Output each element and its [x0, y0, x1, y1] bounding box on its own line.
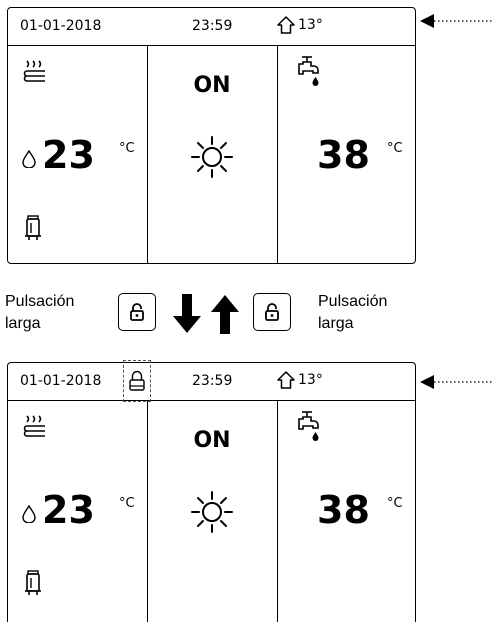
water-temp-value: 38 [317, 133, 370, 177]
long-press-label-left: Pulsación larga [5, 291, 74, 335]
outdoor-temp-value: 13° [298, 372, 323, 388]
drop-icon [22, 505, 36, 523]
label-line: larga [318, 315, 354, 332]
outdoor-temp: 13° [276, 370, 323, 390]
tank-icon [25, 215, 41, 240]
water-temp-unit: °C [387, 496, 403, 511]
room-temp-value: 23 [42, 488, 95, 532]
arrow-down-icon [173, 294, 201, 333]
faucet-icon [298, 411, 319, 441]
controller-screen-locked: 01-01-2018 23:59 13° 23 °C [7, 360, 416, 622]
lock-highlight [123, 360, 151, 402]
floor-heating-icon [23, 415, 45, 437]
home-icon [277, 371, 295, 389]
water-temp-value: 38 [317, 488, 370, 532]
outdoor-temp-value: 13° [298, 17, 323, 33]
faucet-icon [298, 56, 319, 86]
label-line: Pulsación [5, 293, 75, 310]
lock-icon [129, 370, 145, 391]
arrow-up-icon [211, 295, 239, 334]
lock-icon [130, 303, 144, 321]
status-bar: 01-01-2018 23:59 13° [8, 360, 415, 402]
time-display: 23:59 [192, 373, 233, 389]
room-panel[interactable]: 23 °C [8, 400, 148, 622]
room-panel[interactable]: 23 °C [8, 45, 148, 263]
mode-panel[interactable]: ON [147, 45, 278, 263]
mode-panel[interactable]: ON [147, 400, 278, 622]
room-temp-unit: °C [119, 141, 135, 156]
date-display: 01-01-2018 [20, 18, 102, 34]
label-line: Pulsación [318, 293, 388, 310]
status-bar: 01-01-2018 23:59 13° [8, 8, 415, 46]
sun-icon [191, 136, 233, 178]
tank-icon [25, 570, 41, 595]
controller-screen-unlocked: 01-01-2018 23:59 13° 23 °C ON [7, 7, 416, 264]
sun-icon [191, 491, 233, 533]
outdoor-temp: 13° [276, 15, 323, 35]
lock-icon [265, 303, 279, 321]
hot-water-panel[interactable]: 38 °C [277, 400, 415, 622]
water-temp-unit: °C [387, 141, 403, 156]
mode-status: ON [193, 73, 231, 98]
drop-icon [22, 150, 36, 168]
long-press-label-right: Pulsación larga [318, 291, 387, 335]
pointer-arrow-icon [420, 375, 492, 389]
floor-heating-icon [23, 60, 45, 82]
room-temp-unit: °C [119, 496, 135, 511]
mode-status: ON [193, 428, 231, 453]
room-temp-value: 23 [42, 133, 95, 177]
label-line: larga [5, 315, 41, 332]
hot-water-panel[interactable]: 38 °C [277, 45, 415, 263]
lock-button-right[interactable] [253, 293, 291, 331]
date-display: 01-01-2018 [20, 373, 102, 389]
lock-button-left[interactable] [118, 293, 156, 331]
pointer-arrow-icon [420, 14, 492, 28]
time-display: 23:59 [192, 18, 233, 34]
home-icon [277, 16, 295, 34]
